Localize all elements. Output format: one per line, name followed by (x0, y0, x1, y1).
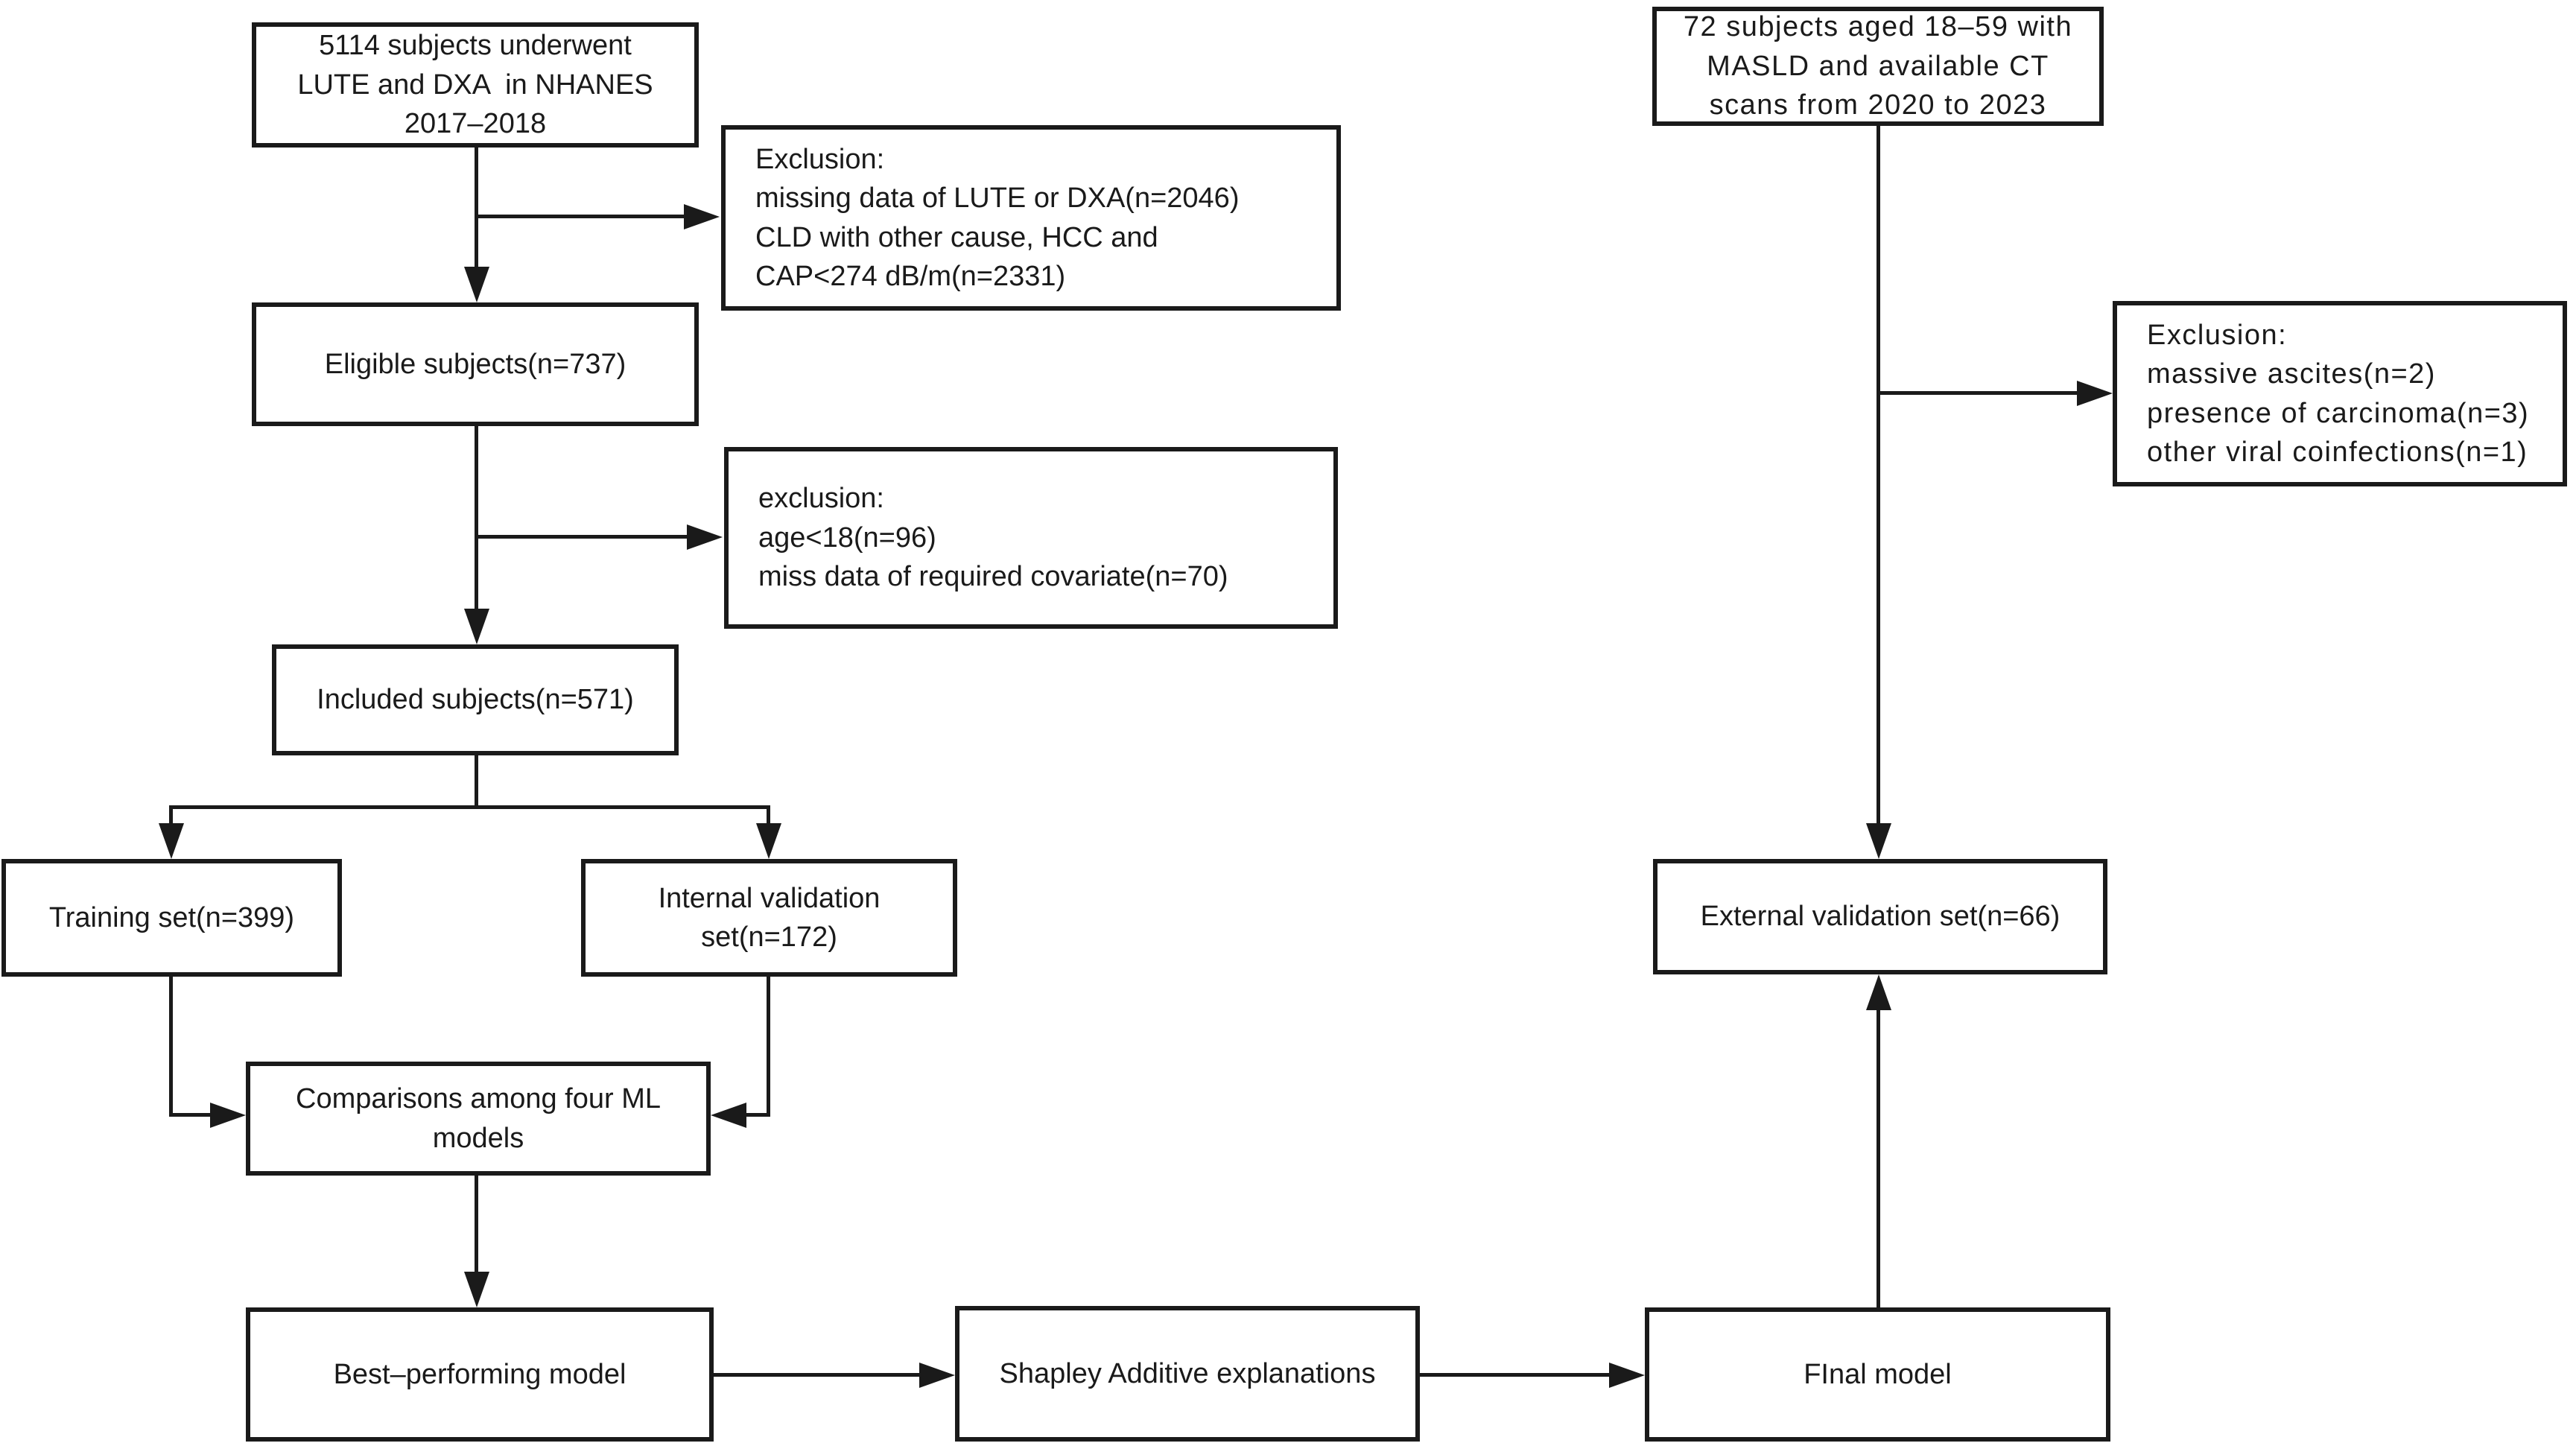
exclusion-ct-label: Exclusion: massive ascites(n=2) presence… (2147, 319, 2530, 468)
training-set-label: Training set(n=399) (48, 901, 295, 933)
box-training-set: Training set(n=399) (1, 859, 342, 977)
arrowhead-into-eligible (464, 267, 489, 302)
connector-best-model-to-shapley (714, 1373, 921, 1377)
exclusion-age-label: exclusion: age<18(n=96) miss data of req… (758, 483, 1228, 593)
nhanes-source-label: 5114 subjects underwent LUTE and DXA in … (297, 30, 653, 140)
eligible-subjects-label: Eligible subjects(n=737) (324, 348, 626, 380)
external-validation-set-label: External validation set(n=66) (1700, 901, 2061, 933)
shapley-explanations-label: Shapley Additive explanations (999, 1357, 1376, 1389)
connector-branch-to-exclusion-age (477, 535, 688, 539)
connector-training-down (169, 977, 173, 1117)
box-exclusion-nhanes: Exclusion: missing data of LUTE or DXA(n… (721, 125, 1341, 311)
connector-ct-source-to-external-validation (1877, 126, 1880, 825)
arrowhead-into-training-set (159, 823, 184, 859)
connector-eligible-to-included (475, 426, 478, 610)
arrowhead-into-internal-validation-set (756, 823, 781, 859)
arrowhead-into-exclusion-age (687, 524, 723, 550)
arrowhead-into-exclusion-nhanes (684, 204, 720, 229)
final-model-label: FInal model (1803, 1358, 1952, 1390)
arrowhead-into-comparisons-left (210, 1103, 246, 1128)
arrowhead-into-comparisons-right (711, 1103, 746, 1128)
connector-final-model-to-external-validation (1877, 1010, 1880, 1307)
arrowhead-into-exclusion-ct (2077, 381, 2113, 406)
box-exclusion-age: exclusion: age<18(n=96) miss data of req… (724, 447, 1338, 629)
box-ct-source: 72 subjects aged 18–59 with MASLD and av… (1652, 7, 2104, 126)
box-final-model: FInal model (1645, 1307, 2110, 1442)
connector-internal-validation-to-comparisons (745, 1113, 770, 1117)
connector-split-horizontal (169, 805, 770, 809)
connector-included-to-split (475, 755, 478, 808)
box-shapley-explanations: Shapley Additive explanations (955, 1306, 1420, 1442)
connector-nhanes-to-eligible (475, 148, 478, 268)
box-external-validation-set: External validation set(n=66) (1653, 859, 2107, 974)
ct-source-label: 72 subjects aged 18–59 with MASLD and av… (1683, 11, 2073, 121)
box-ml-comparisons: Comparisons among four ML models (246, 1062, 711, 1176)
connector-comparisons-to-best-model (475, 1176, 478, 1273)
box-included-subjects: Included subjects(n=571) (272, 644, 679, 755)
connector-training-to-comparisons (169, 1113, 212, 1117)
connector-internal-validation-down (767, 977, 770, 1117)
arrowhead-into-included (464, 609, 489, 644)
connector-split-to-training (169, 805, 173, 825)
included-subjects-label: Included subjects(n=571) (317, 684, 634, 716)
arrowhead-into-final-model (1609, 1363, 1645, 1388)
ml-comparisons-label: Comparisons among four ML models (296, 1083, 661, 1154)
arrowhead-into-shapley (919, 1363, 955, 1388)
box-internal-validation-set: Internal validation set(n=172) (581, 859, 957, 977)
arrowhead-into-external-validation-top (1866, 823, 1891, 859)
box-eligible-subjects: Eligible subjects(n=737) (252, 302, 699, 426)
connector-branch-to-exclusion-nhanes (477, 215, 685, 218)
best-performing-model-label: Best–performing model (333, 1358, 626, 1390)
internal-validation-set-label: Internal validation set(n=172) (658, 882, 881, 953)
connector-split-to-internal-validation (767, 805, 770, 825)
connector-shapley-to-final-model (1420, 1373, 1611, 1377)
box-nhanes-source: 5114 subjects underwent LUTE and DXA in … (252, 22, 699, 148)
arrowhead-into-external-validation-bottom (1866, 974, 1891, 1010)
box-best-performing-model: Best–performing model (246, 1307, 714, 1442)
connector-branch-to-exclusion-ct (1879, 391, 2078, 395)
box-exclusion-ct: Exclusion: massive ascites(n=2) presence… (2113, 301, 2567, 486)
arrowhead-into-best-model (464, 1272, 489, 1307)
exclusion-nhanes-label: Exclusion: missing data of LUTE or DXA(n… (755, 143, 1240, 292)
